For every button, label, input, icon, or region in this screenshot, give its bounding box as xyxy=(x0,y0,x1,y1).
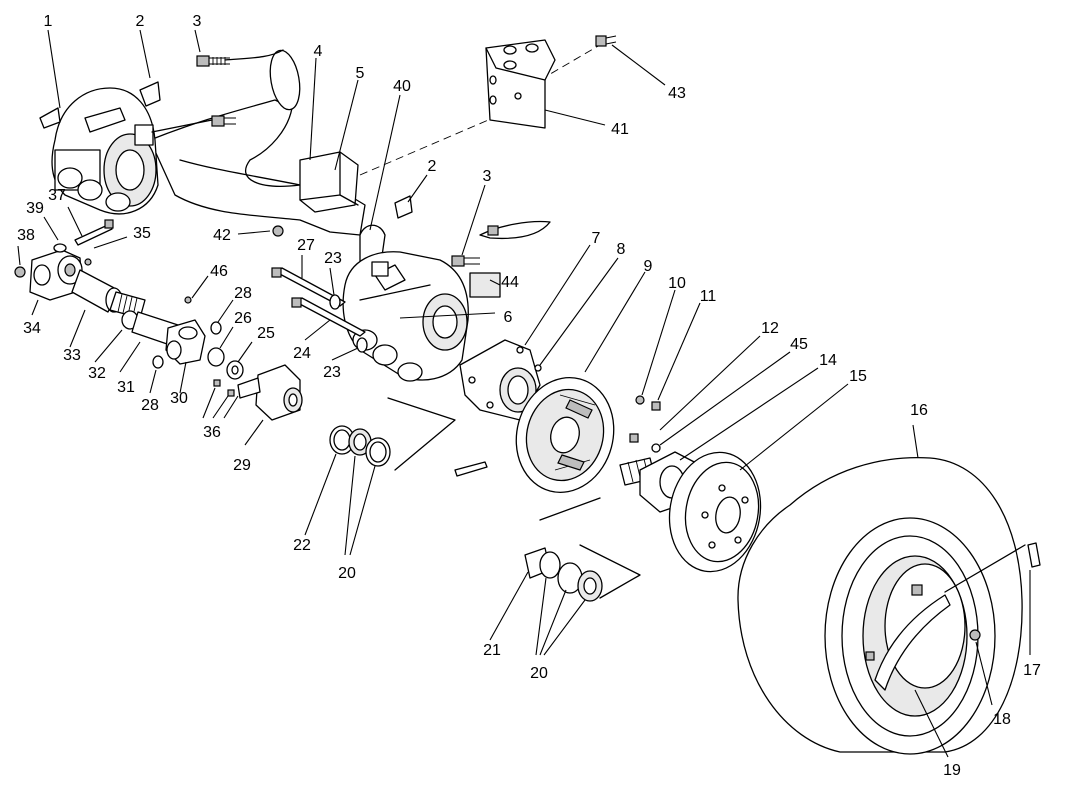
washer-45 xyxy=(651,443,661,453)
pin-8 xyxy=(534,364,542,372)
clip-28-upper xyxy=(210,321,222,335)
mounting-bracket xyxy=(299,151,359,213)
bearing-set-lower xyxy=(524,547,603,602)
callout-c2b: 2 xyxy=(428,158,437,175)
callout-c38: 38 xyxy=(17,227,35,244)
callout-c18: 18 xyxy=(993,711,1011,728)
callout-c5: 5 xyxy=(356,65,365,82)
callout-c20a: 20 xyxy=(338,565,356,582)
callout-c32: 32 xyxy=(88,365,106,382)
washer-23-upper xyxy=(329,294,341,310)
callout-c31: 31 xyxy=(117,379,135,396)
callout-c1: 1 xyxy=(44,13,53,30)
tire-16 xyxy=(737,456,1023,755)
callout-c26: 26 xyxy=(234,310,252,327)
callout-c36: 36 xyxy=(203,424,221,441)
brake-cable-stud xyxy=(454,461,488,477)
splined-shaft xyxy=(109,291,146,319)
bearing-set-upper xyxy=(329,425,391,467)
washer-39 xyxy=(53,243,67,253)
callout-c14: 14 xyxy=(819,352,837,369)
axle-housing-7 xyxy=(459,339,541,421)
callout-c4: 4 xyxy=(314,43,323,60)
callout-c12: 12 xyxy=(761,320,779,337)
screws-36 xyxy=(213,379,235,397)
bolt-37 xyxy=(74,219,114,246)
callout-c3a: 3 xyxy=(193,13,202,30)
callout-c42: 42 xyxy=(213,227,231,244)
callout-c23b: 23 xyxy=(323,364,341,381)
valve-stem-17 xyxy=(1027,542,1041,568)
callout-c27: 27 xyxy=(297,237,315,254)
callout-c15: 15 xyxy=(849,368,867,385)
callout-c10: 10 xyxy=(668,275,686,292)
callout-c6: 6 xyxy=(504,309,513,326)
bolt-upper xyxy=(151,55,236,133)
bolt-12 xyxy=(629,433,639,443)
coupler-29 xyxy=(237,364,303,421)
callout-c19: 19 xyxy=(943,762,961,779)
callout-c45: 45 xyxy=(790,336,808,353)
callout-c30: 30 xyxy=(170,390,188,407)
callout-c43: 43 xyxy=(668,85,686,102)
washer-23-lower xyxy=(356,337,368,353)
callout-c28b: 28 xyxy=(234,285,252,302)
bearing-bracket-lower xyxy=(539,497,641,599)
callout-c33: 33 xyxy=(63,347,81,364)
callout-c29: 29 xyxy=(233,457,251,474)
bolt-lower xyxy=(451,220,551,267)
callout-c35: 35 xyxy=(133,225,151,242)
callout-c3b: 3 xyxy=(483,168,492,185)
callout-c41: 41 xyxy=(611,121,629,138)
nut-10 xyxy=(635,395,645,405)
callout-c23a: 23 xyxy=(324,250,342,267)
callout-c20b: 20 xyxy=(530,665,548,682)
callout-c34: 34 xyxy=(23,320,41,337)
brake-drum-15 xyxy=(668,451,762,573)
angle-bracket xyxy=(485,39,556,129)
callout-c11: 11 xyxy=(700,288,717,305)
bolt-43 xyxy=(595,35,617,47)
plate-44 xyxy=(469,272,501,298)
callout-c44: 44 xyxy=(501,274,519,291)
callout-c2a: 2 xyxy=(136,13,145,30)
fitting-46 xyxy=(184,296,192,304)
callout-c39: 39 xyxy=(26,200,44,217)
callout-c8: 8 xyxy=(617,241,626,258)
washer-25-hole xyxy=(231,365,239,375)
callout-c25: 25 xyxy=(257,325,275,342)
callout-c46: 46 xyxy=(210,263,228,280)
callout-c7: 7 xyxy=(592,230,601,247)
yoke-30 xyxy=(165,319,206,365)
callout-c24: 24 xyxy=(293,345,311,362)
left-carrier-housing xyxy=(39,87,159,215)
right-carrier-housing xyxy=(342,251,469,382)
bracket-clip-upper xyxy=(134,81,161,146)
callout-c17: 17 xyxy=(1023,662,1041,679)
valve-stem-line xyxy=(944,544,1026,593)
brake-assembly-9 xyxy=(515,376,615,494)
clip-28-lower xyxy=(152,355,164,369)
callout-c22: 22 xyxy=(293,537,311,554)
nut-42 xyxy=(272,225,284,237)
leader-lines xyxy=(17,29,1031,758)
bolt-11 xyxy=(651,401,661,411)
callout-c40: 40 xyxy=(393,78,411,95)
callout-c21: 21 xyxy=(483,642,501,659)
callout-c37: 37 xyxy=(48,187,66,204)
bolt-27 xyxy=(271,267,346,307)
bearing-bracket-line xyxy=(387,397,456,471)
seal-26 xyxy=(207,347,225,367)
bolt-24 xyxy=(291,297,366,337)
callout-c28a: 28 xyxy=(141,397,159,414)
nut-38 xyxy=(14,266,26,278)
callout-c16: 16 xyxy=(910,402,928,419)
callout-c9: 9 xyxy=(644,258,653,275)
fitting-35 xyxy=(84,258,92,266)
